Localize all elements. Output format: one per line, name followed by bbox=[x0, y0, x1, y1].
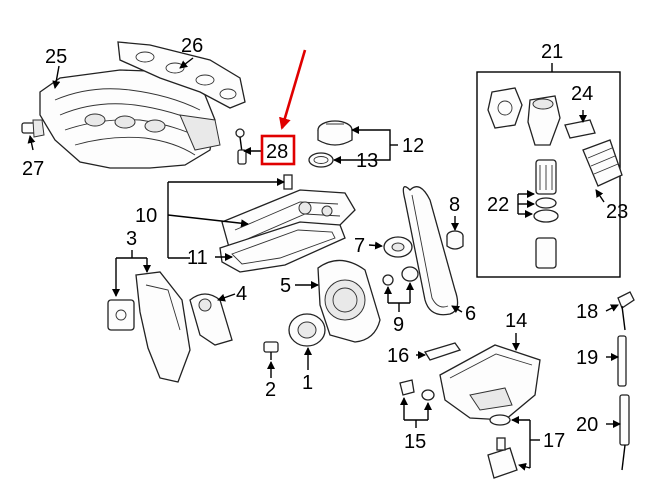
callout-7: 7 bbox=[354, 235, 365, 257]
highlight-arrow bbox=[279, 49, 307, 130]
part-8-sleeve bbox=[446, 230, 464, 250]
pulley-bolt bbox=[263, 341, 279, 360]
callout-8: 8 bbox=[449, 194, 460, 216]
callout-5: 5 bbox=[280, 275, 291, 297]
callout-2: 2 bbox=[265, 379, 276, 401]
callout-13: 13 bbox=[356, 150, 378, 172]
callout-19: 19 bbox=[576, 347, 598, 369]
belt-tensioner bbox=[383, 236, 413, 258]
intake-manifold bbox=[39, 69, 221, 169]
callout-21: 21 bbox=[541, 41, 563, 63]
callout-26: 26 bbox=[181, 35, 203, 57]
valve-cover-gasket bbox=[219, 221, 346, 273]
callout-1: 1 bbox=[302, 372, 313, 394]
callout-22: 22 bbox=[487, 194, 509, 216]
callout-16: 16 bbox=[387, 345, 409, 367]
callout-20: 20 bbox=[576, 414, 598, 436]
oil-pan bbox=[439, 344, 541, 421]
callout-25: 25 bbox=[45, 46, 67, 68]
sensor-part-27 bbox=[21, 119, 45, 138]
sealant-tube bbox=[423, 342, 462, 361]
oil-cap-seal bbox=[308, 152, 334, 168]
callout-11: 11 bbox=[187, 247, 208, 269]
timing-cover-outer bbox=[107, 271, 191, 383]
callout-3: 3 bbox=[126, 228, 137, 250]
callout-14: 14 bbox=[505, 310, 527, 332]
crankshaft-pulley bbox=[288, 313, 326, 347]
leader-lines bbox=[27, 57, 621, 471]
callout-23: 23 bbox=[606, 201, 628, 223]
callout-18: 18 bbox=[576, 301, 598, 323]
dipstick-assembly bbox=[617, 291, 635, 471]
callout-labels: 25 26 27 28 12 13 10 11 3 4 5 1 2 7 8 9 … bbox=[22, 35, 628, 453]
timing-belt bbox=[402, 186, 459, 316]
highlight-box bbox=[260, 134, 296, 166]
callout-28: 28 bbox=[266, 141, 288, 163]
callout-17: 17 bbox=[543, 430, 565, 452]
callout-4: 4 bbox=[236, 283, 247, 305]
timing-cover-part-4 bbox=[189, 293, 233, 346]
callout-24: 24 bbox=[571, 83, 593, 105]
callout-9: 9 bbox=[393, 314, 404, 336]
callout-6: 6 bbox=[465, 303, 476, 325]
callout-12: 12 bbox=[402, 135, 424, 157]
oil-filter-group-box bbox=[476, 71, 623, 278]
callout-27: 27 bbox=[22, 158, 44, 180]
drain-plug bbox=[399, 379, 435, 401]
idler-pulley bbox=[382, 266, 419, 286]
pcv-valve-part-28 bbox=[235, 128, 247, 165]
timing-cover-inner bbox=[317, 259, 381, 343]
oil-filler-cap bbox=[317, 120, 353, 146]
callout-15: 15 bbox=[404, 431, 426, 453]
callout-10: 10 bbox=[135, 205, 157, 227]
oil-pickup bbox=[487, 414, 518, 479]
